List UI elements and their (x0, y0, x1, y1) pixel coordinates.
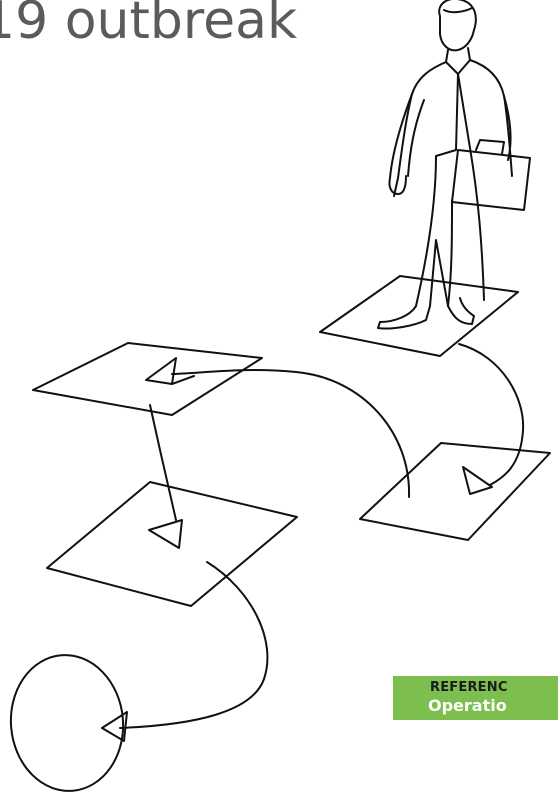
businessman-figure (378, 0, 530, 329)
arrowhead-right-tile-icon (463, 467, 492, 494)
step-tile-right (360, 443, 550, 540)
briefcase-icon (452, 150, 530, 210)
path-top-to-right (459, 344, 523, 485)
operation-label: Operatio (428, 696, 507, 716)
path-middle-to-circle (120, 562, 267, 728)
arrowhead-left-tile-icon (146, 358, 194, 384)
arrowhead-middle-tile-icon (149, 520, 182, 548)
reference-label: REFERENC (430, 680, 508, 696)
path-left-to-middle (150, 405, 176, 520)
path-right-to-left (172, 370, 409, 497)
reference-badge: REFERENC Operatio (393, 676, 558, 720)
